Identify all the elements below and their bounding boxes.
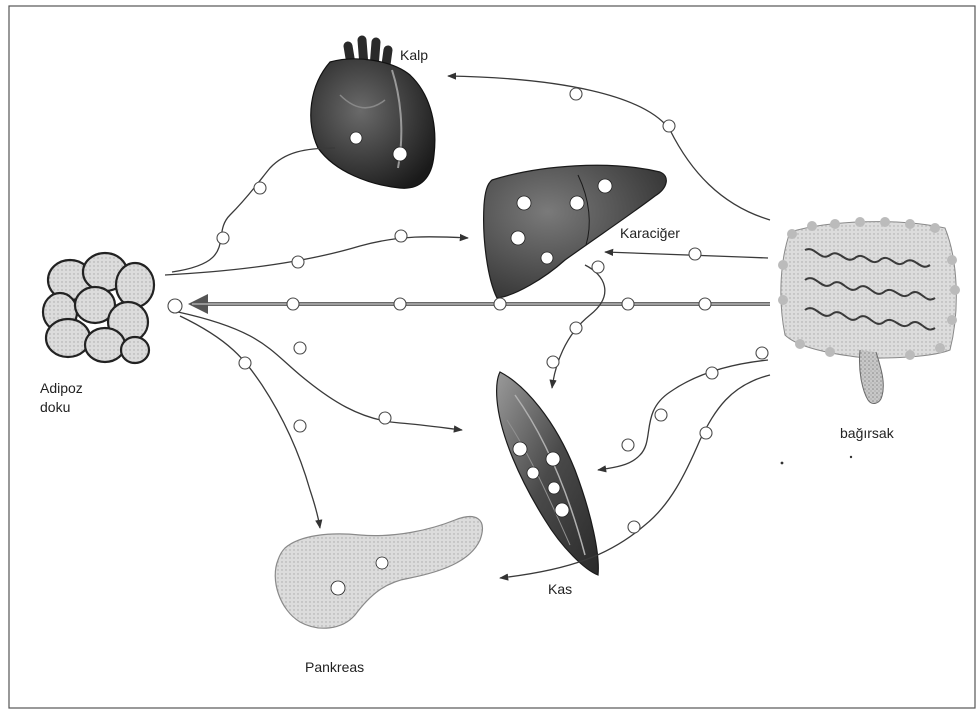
pancreas-label: Pankreas xyxy=(305,659,364,675)
muscle-illustration xyxy=(497,372,599,575)
intestine-illustration xyxy=(778,217,960,403)
heart-label: Kalp xyxy=(400,47,428,63)
flow-intestine-to-muscle-upper xyxy=(598,347,768,470)
flow-adipose-to-liver xyxy=(165,230,468,275)
intestine-label: bağırsak xyxy=(840,425,895,441)
stray-dot xyxy=(850,456,852,458)
main-flow-arrow xyxy=(168,298,770,313)
flow-intestine-to-liver xyxy=(605,248,768,260)
adipose-tissue-illustration xyxy=(43,253,154,363)
flow-liver-to-muscle xyxy=(547,261,605,388)
flow-adipose-to-heart xyxy=(172,148,335,272)
flow-adipose-to-muscle xyxy=(178,312,462,430)
adipose-label-line2: doku xyxy=(40,399,70,415)
pancreas-illustration xyxy=(275,517,482,629)
liver-label: Karaciğer xyxy=(620,225,680,241)
stray-dot xyxy=(781,462,784,465)
diagram-frame xyxy=(9,6,975,708)
adipose-label-line1: Adipoz xyxy=(40,380,83,396)
muscle-label: Kas xyxy=(548,581,572,597)
